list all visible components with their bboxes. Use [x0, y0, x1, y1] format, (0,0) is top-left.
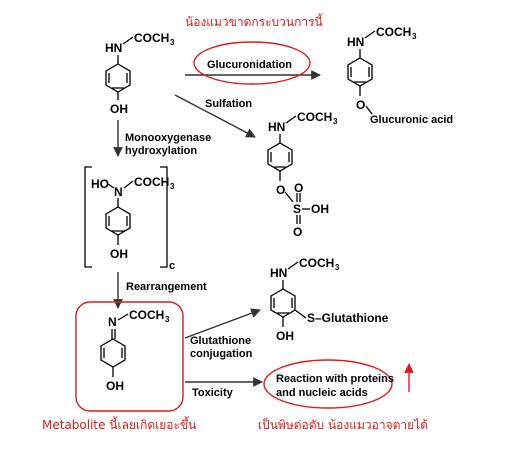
svg-text:3: 3: [165, 315, 170, 324]
svg-text:3: 3: [333, 117, 338, 126]
glucuronic-acid-label: Glucuronic acid: [370, 114, 453, 126]
svg-text:COCH: COCH: [376, 25, 411, 39]
svg-text:O: O: [294, 181, 303, 195]
glutathione-conjugate-molecule: HN COCH 3 S–Glutathione OH: [270, 256, 389, 343]
glutathione-arrow: [184, 308, 261, 339]
rearrangement-label: Rearrangement: [126, 281, 207, 293]
bracket-subscript: c: [169, 260, 175, 272]
right-bracket: [160, 166, 168, 268]
glucuronidation-label: Glucuronidation: [207, 59, 292, 71]
svg-text:O: O: [293, 225, 302, 239]
hn-label: HN: [105, 41, 122, 55]
glucuronidation-highlight: [193, 41, 311, 85]
svg-text:OH: OH: [276, 329, 294, 343]
svg-text:COCH: COCH: [134, 175, 169, 189]
svg-text:OH: OH: [110, 247, 128, 261]
metabolite-annotation: Metabolite นี้เลยเกิดเยอะขึ้น: [42, 416, 196, 432]
oh-label: OH: [110, 102, 128, 116]
toxicity-annotation: เป็นพิษต่อตับ น้องแมวอาจตายได้: [258, 417, 428, 432]
svg-text:COCH: COCH: [297, 110, 332, 124]
reaction-label-1: Reaction with proteins: [276, 373, 394, 385]
svg-text:N: N: [108, 315, 117, 329]
top-annotation: น้องแมวขาดกระบวนการนี้: [185, 13, 323, 29]
toxicity-label: Toxicity: [192, 387, 234, 399]
glucuronide-molecule: HN COCH 3 O Glucuronic acid: [347, 25, 453, 126]
svg-text:O: O: [356, 98, 365, 112]
sulfate-molecule: HN COCH 3 O S O O OH: [267, 110, 338, 239]
svg-text:HN: HN: [270, 266, 287, 280]
svg-text:3: 3: [170, 38, 175, 47]
sulfation-label: Sulfation: [205, 98, 252, 110]
paracetamol-molecule: HN COCH 3 OH: [105, 31, 175, 116]
coch-label: COCH: [134, 31, 169, 45]
monooxygenase-label-1: Monooxygenase: [125, 132, 211, 144]
monooxygenase-label-2: hydroxylation: [125, 145, 197, 157]
s-glutathione-label: S–Glutathione: [307, 311, 389, 325]
sulfation-arrow: [174, 94, 256, 138]
svg-text:HN: HN: [347, 35, 364, 49]
glutathione-label-2: conjugation: [190, 348, 253, 360]
reaction-highlight: [263, 359, 393, 409]
n-hydroxy-intermediate: c HO N COCH 3 OH: [84, 166, 175, 272]
svg-text:3: 3: [335, 263, 340, 272]
svg-text:HN: HN: [268, 120, 285, 134]
napqi-highlight-box: [75, 301, 184, 412]
svg-text:OH: OH: [106, 379, 124, 393]
left-bracket: [84, 166, 92, 268]
svg-text:COCH: COCH: [129, 308, 164, 322]
svg-text:COCH: COCH: [299, 256, 334, 270]
svg-text:N: N: [114, 185, 123, 199]
svg-text:HO: HO: [91, 177, 109, 191]
glutathione-label-1: Glutathione: [190, 335, 251, 347]
svg-text:O: O: [276, 183, 285, 197]
svg-text:3: 3: [412, 32, 417, 41]
svg-text:S: S: [293, 202, 301, 216]
svg-text:OH: OH: [311, 202, 329, 216]
napqi-molecule: N COCH 3 OH: [100, 308, 170, 393]
reaction-label-2: and nucleic acids: [276, 387, 368, 399]
svg-text:3: 3: [170, 182, 175, 191]
